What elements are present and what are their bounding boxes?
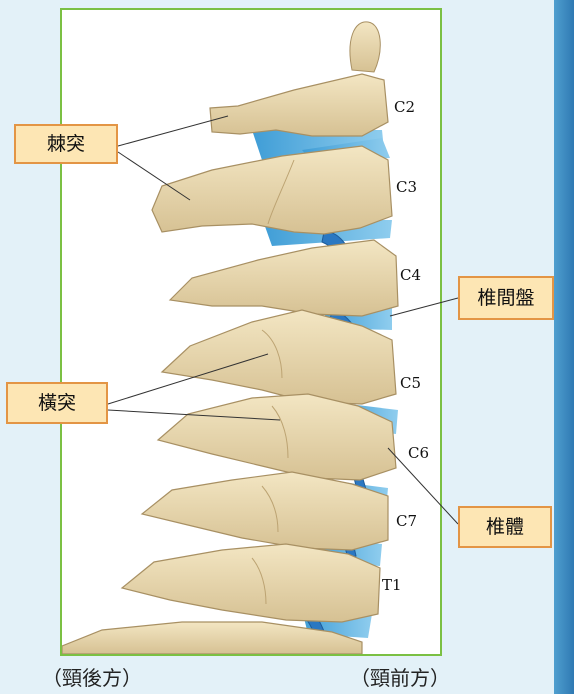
leader-spinous-c3 bbox=[118, 152, 190, 200]
leader-disc bbox=[390, 298, 458, 316]
leader-transverse-c6 bbox=[108, 410, 280, 420]
leader-spinous-c2 bbox=[118, 116, 228, 146]
leader-body bbox=[388, 448, 458, 524]
leader-transverse-c5 bbox=[108, 354, 268, 404]
callout-transverse-process: 橫突 bbox=[6, 382, 108, 424]
callout-vertebral-body: 椎體 bbox=[458, 506, 552, 548]
callout-spinous-process: 棘突 bbox=[14, 124, 118, 164]
caption-posterior: （頸後方） bbox=[42, 662, 142, 691]
caption-anterior: （頸前方） bbox=[350, 662, 450, 691]
callout-intervertebral-disc: 椎間盤 bbox=[458, 276, 554, 320]
